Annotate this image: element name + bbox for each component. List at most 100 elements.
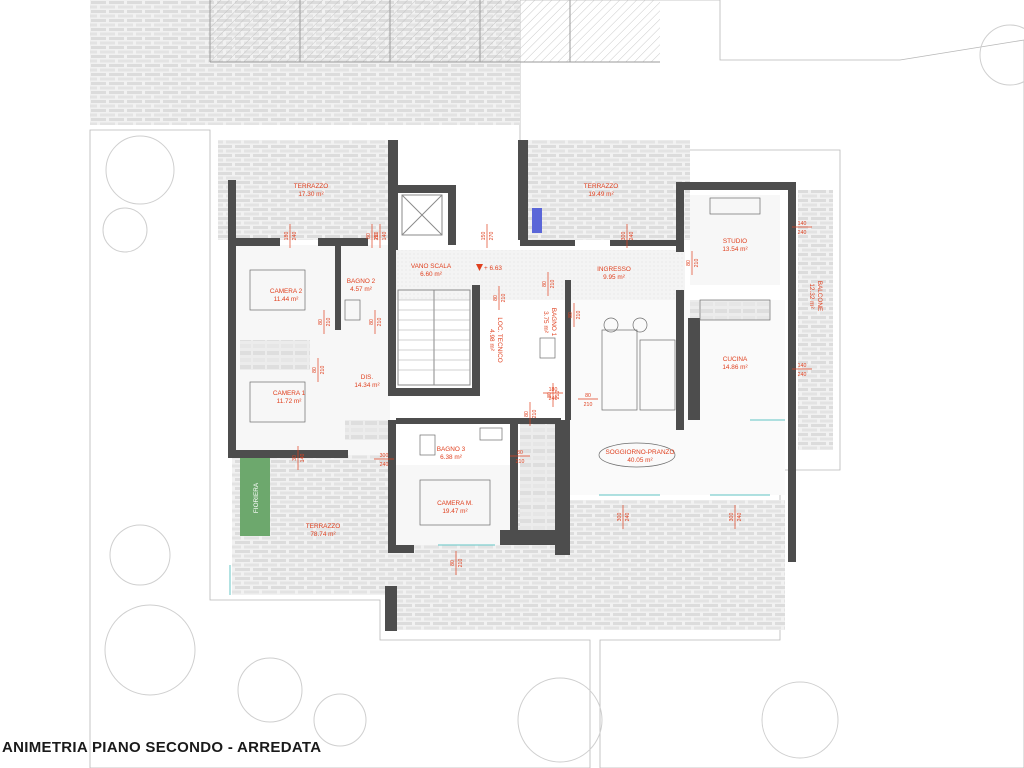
elevator-shaft	[401, 194, 443, 236]
svg-text:14.86 m²: 14.86 m²	[722, 364, 747, 371]
tree-icon	[979, 24, 1024, 86]
room-label: FIORIERA	[253, 482, 260, 513]
tree-icon	[102, 207, 148, 253]
svg-text:+ 6.63: + 6.63	[484, 265, 502, 272]
dimension-height: 270	[489, 232, 495, 241]
dimension-width: 180	[549, 387, 558, 393]
svg-text:19.49 m²: 19.49 m²	[588, 191, 613, 198]
walls	[228, 140, 796, 631]
dimension-height: 210	[501, 294, 507, 303]
dimension-height: 210	[377, 318, 383, 327]
dimension-width: 80	[318, 319, 324, 325]
room-label: BAGNO 24.57 m²	[347, 278, 376, 293]
dimension-width: 300	[729, 513, 735, 522]
terrace-nw	[218, 140, 388, 240]
studio-floor	[690, 195, 780, 285]
tree-icon	[109, 524, 171, 586]
wardrobe-strip	[345, 420, 395, 440]
room-label: BAGNO 13.75 m²	[542, 308, 557, 337]
dimension-height: 210	[576, 311, 582, 320]
rug	[601, 329, 638, 411]
dimension-height: 210	[374, 232, 380, 241]
svg-text:STUDIO: STUDIO	[723, 238, 747, 245]
hatched-roof	[210, 0, 660, 62]
svg-text:DIS.: DIS.	[361, 374, 374, 381]
room-label: DIS.14.34 m²	[354, 374, 379, 389]
garden	[89, 0, 1024, 768]
dimension-height: 210	[694, 259, 700, 268]
dimension-height: 210	[516, 459, 525, 465]
svg-text:TERRAZZO: TERRAZZO	[584, 183, 618, 190]
svg-text:CUCINA: CUCINA	[723, 356, 748, 363]
svg-text:BAGNO 2: BAGNO 2	[347, 278, 376, 285]
tree-icon	[761, 681, 839, 759]
dimension-width: 80	[686, 260, 692, 266]
tree-icon	[104, 604, 196, 696]
toilet	[539, 337, 556, 359]
tree-icon	[313, 693, 367, 747]
dimension-height: 240	[737, 513, 743, 522]
dimension-height: 240	[380, 462, 389, 468]
dimension-width: 80	[542, 281, 548, 287]
balcony	[798, 190, 833, 450]
sofa	[639, 339, 676, 411]
dimension-width: 180	[284, 232, 290, 241]
level-marker: + 6.63	[476, 264, 502, 272]
terrace-n	[525, 140, 690, 240]
svg-text:78.74 m²: 78.74 m²	[310, 531, 335, 538]
tree-icon	[237, 657, 303, 723]
dimension-height: 240	[625, 513, 631, 522]
garden-area-right	[519, 0, 1024, 768]
room-label: CAMERA 211.44 m²	[270, 288, 303, 303]
master-floor	[395, 465, 510, 545]
armchair	[632, 317, 648, 333]
dimension-width: 80	[450, 560, 456, 566]
windows	[229, 419, 785, 595]
dimension-width: 150	[481, 232, 487, 241]
dimension-height: 140	[382, 232, 388, 241]
dimension-height: 210	[320, 366, 326, 375]
dimension-width: 80	[312, 367, 318, 373]
entrance-door-icon	[532, 208, 542, 233]
dimension-width: 300	[380, 453, 389, 459]
dimension-height: 240	[798, 230, 807, 236]
dimension-width: 80	[493, 295, 499, 301]
dimension-height: 140	[300, 454, 306, 463]
svg-text:40.05 m²: 40.05 m²	[627, 457, 652, 464]
dimension-height: 210	[532, 410, 538, 419]
dimension-height: 240	[549, 396, 558, 402]
dimension-width: 300	[621, 232, 627, 241]
svg-text:13.54 m²: 13.54 m²	[722, 246, 747, 253]
dimension-width: 80	[547, 392, 553, 398]
svg-text:FIORIERA: FIORIERA	[253, 482, 260, 513]
svg-text:TERRAZZO: TERRAZZO	[306, 523, 340, 530]
upper-terrace-roof	[90, 0, 660, 125]
svg-text:BALCONE: BALCONE	[816, 281, 823, 312]
wardrobe-strip	[240, 340, 310, 370]
drawing-title: ANIMETRIA PIANO SECONDO - ARREDATA	[2, 739, 321, 756]
bed	[249, 381, 306, 423]
stairs	[397, 194, 471, 386]
dimension-width: 140	[798, 363, 807, 369]
kitchen-top	[699, 299, 771, 321]
